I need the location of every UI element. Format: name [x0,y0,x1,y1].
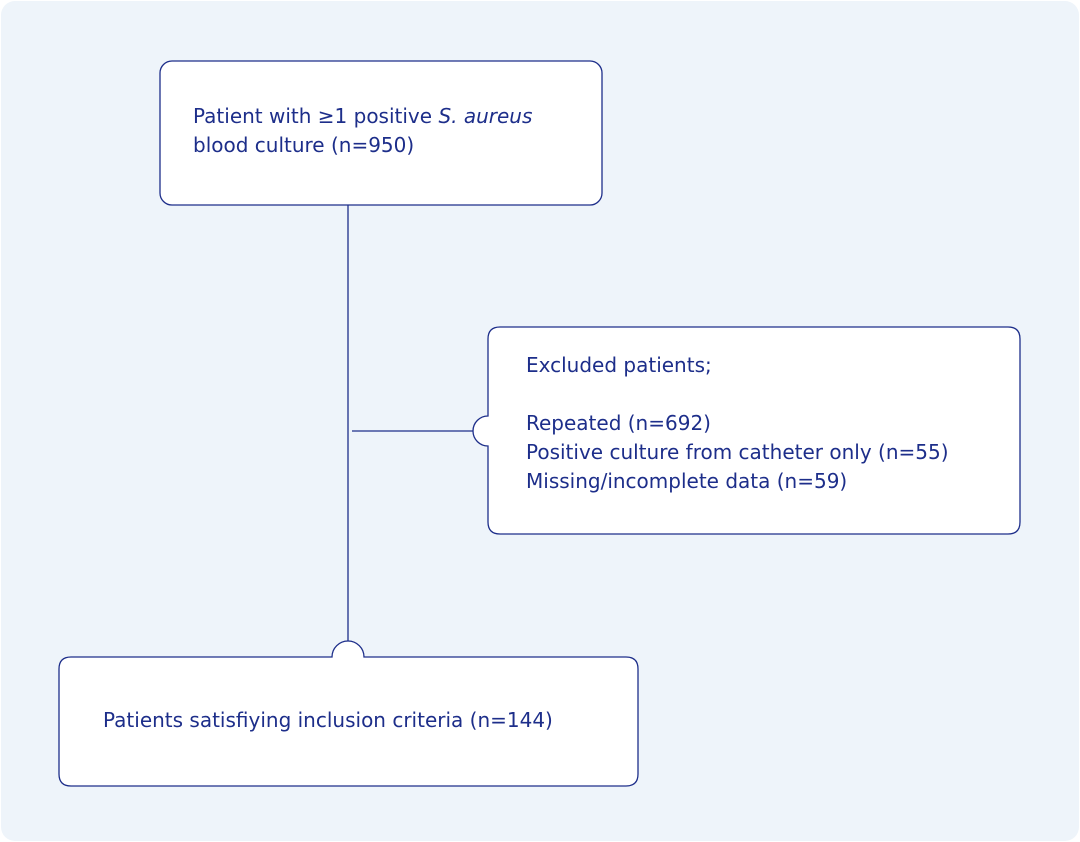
excluded-spacer [526,380,949,409]
inclusion-label: Patients satisfiying inclusion criteria … [103,708,553,732]
excluded-box [472,326,1021,535]
top-box-line1: Patient with ≥1 positive S. aureus [193,102,532,131]
excluded-heading: Excluded patients; [526,353,712,377]
top-box-organism: S. aureus [438,104,533,128]
top-box-line1-prefix: Patient with ≥1 positive [193,104,439,128]
excluded-item-repeated: Repeated (n=692) [526,411,711,435]
bottom-box [58,640,639,787]
top-box-line2: blood culture (n=950) [193,133,415,157]
bottom-box-text: Patients satisfiying inclusion criteria … [103,706,553,735]
top-box [159,60,603,206]
excluded-item-missing: Missing/incomplete data (n=59) [526,469,848,493]
excluded-box-text: Excluded patients; Repeated (n=692) Posi… [526,351,949,496]
excluded-item-catheter: Positive culture from catheter only (n=5… [526,440,949,464]
top-box-text: Patient with ≥1 positive S. aureus blood… [193,102,532,160]
